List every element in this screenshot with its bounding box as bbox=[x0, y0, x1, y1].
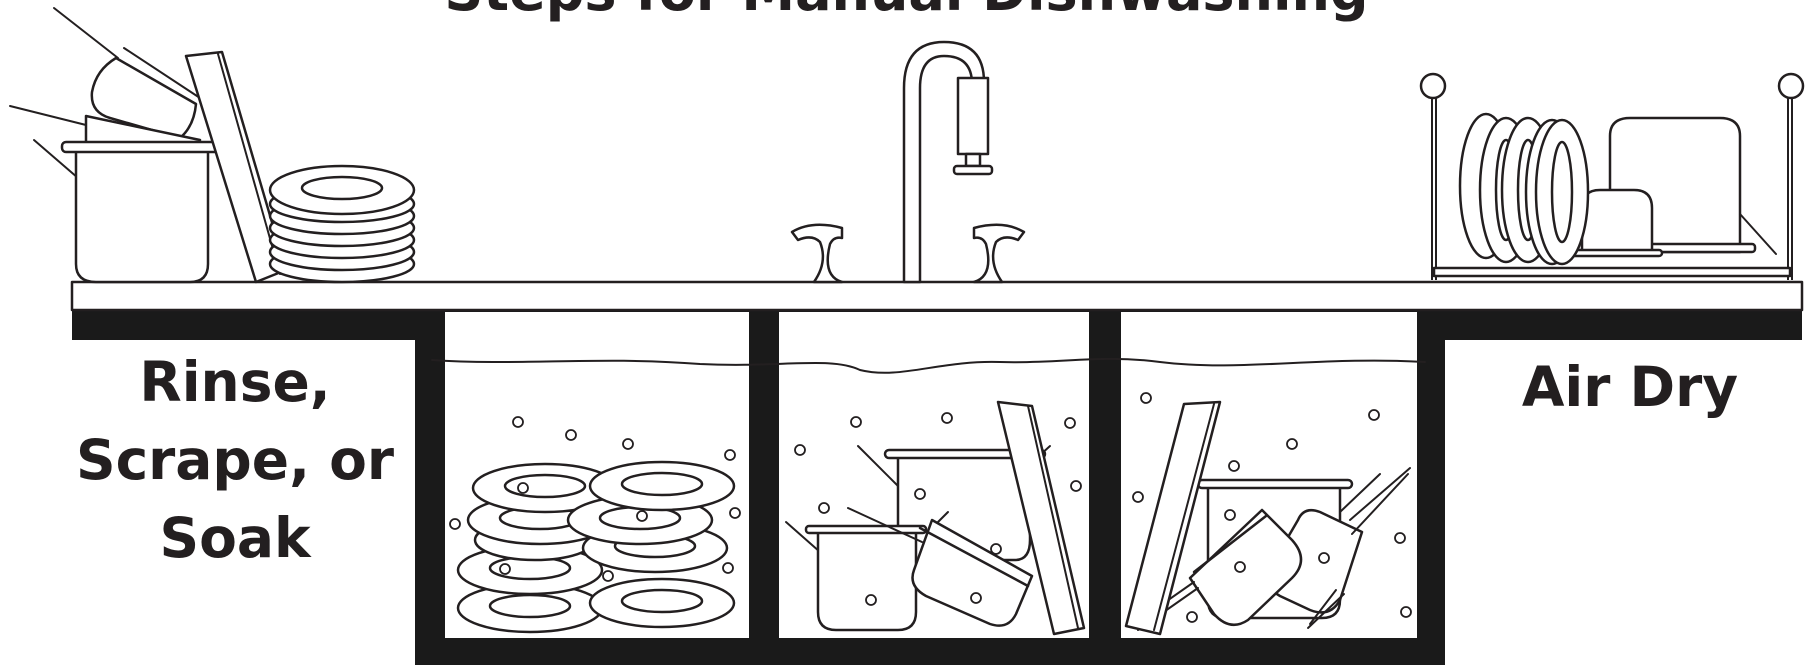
plate-stack-2 bbox=[568, 462, 734, 627]
step-label-line: Scrape, or bbox=[40, 421, 430, 499]
drying-plates bbox=[1460, 114, 1588, 264]
faucet-handle-right bbox=[974, 225, 1024, 282]
countertop bbox=[72, 282, 1802, 310]
step-label-air-dry: Air Dry bbox=[1470, 348, 1790, 426]
faucet-handle-left bbox=[792, 225, 842, 282]
faucet bbox=[904, 42, 992, 282]
step-label-line: Air Dry bbox=[1470, 348, 1790, 426]
dirty-dishes bbox=[10, 8, 414, 282]
step-label-rinse-scrape-soak: Rinse, Scrape, or Soak bbox=[40, 343, 430, 577]
step-label-line: Soak bbox=[40, 499, 430, 577]
drying-rack bbox=[1421, 74, 1803, 280]
plate-stack-counter bbox=[270, 166, 414, 282]
step-label-line: Rinse, bbox=[40, 343, 430, 421]
